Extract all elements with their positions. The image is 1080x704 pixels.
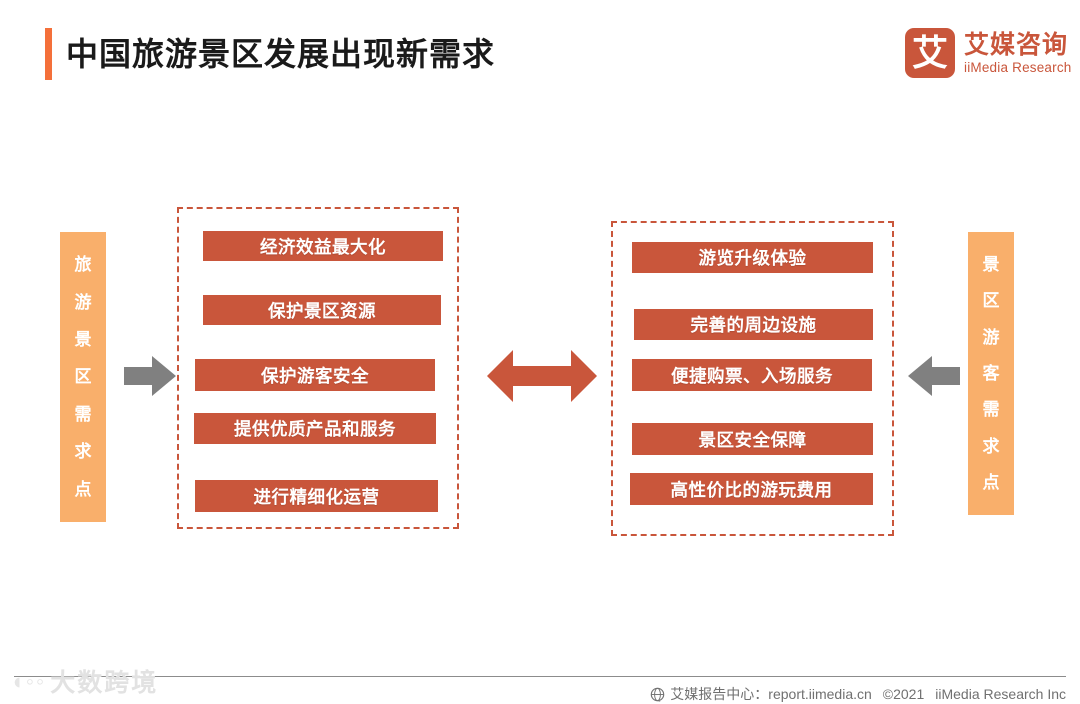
left-item-bar[interactable]: 进行精细化运营 (195, 480, 438, 512)
right-label-char: 客 (982, 363, 1000, 383)
left-label-char: 区 (74, 367, 92, 387)
page-footer: 艾媒报告中心：report.iimedia.cn ©2021 iiMedia R… (0, 660, 1080, 702)
globe-icon (650, 687, 665, 702)
right-label-char: 求 (982, 436, 1000, 456)
right-item-bar[interactable]: 便捷购票、入场服务 (632, 359, 872, 391)
double-arrow-icon (487, 350, 597, 402)
page-header: 中国旅游景区发展出现新需求 艾 艾媒咨询 iiMedia Research (0, 0, 1080, 110)
left-label-char: 求 (74, 442, 92, 462)
footer-attribution: 艾媒报告中心：report.iimedia.cn ©2021 iiMedia R… (650, 684, 1066, 704)
right-item-bar[interactable]: 高性价比的游玩费用 (630, 473, 873, 505)
right-vertical-label: 景 区 游 客 需 求 点 (968, 232, 1014, 515)
right-item-bar[interactable]: 完善的周边设施 (634, 309, 873, 340)
right-item-bar[interactable]: 游览升级体验 (632, 242, 873, 273)
watermark-logo-icon: ◖◦◦ (10, 667, 47, 694)
footer-divider (14, 676, 1066, 677)
right-item-bar[interactable]: 景区安全保障 (632, 423, 873, 455)
logo-name-en: iiMedia Research (964, 59, 1072, 75)
watermark: ◖◦◦ 大数跨境 (10, 660, 185, 702)
right-label-char: 点 (982, 473, 1000, 493)
diagram-canvas: 旅 游 景 区 需 求 点 经济效益最大化 保护景区资源 保护游客安全 提供优质… (60, 207, 1014, 536)
footer-report-center: 艾媒报告中心：report.iimedia.cn (670, 686, 872, 702)
arrow-right-gray-icon (124, 356, 176, 396)
footer-copyright: ©2021 (882, 686, 925, 702)
title-accent-bar (45, 28, 52, 80)
right-label-char: 景 (982, 254, 1000, 274)
logo-text: 艾媒咨询 iiMedia Research (964, 31, 1072, 76)
left-item-bar[interactable]: 保护景区资源 (203, 295, 441, 325)
left-requirement-group (177, 207, 459, 529)
page-title: 中国旅游景区发展出现新需求 (66, 36, 496, 72)
right-label-char: 区 (982, 291, 1000, 311)
left-label-char: 旅 (74, 255, 92, 275)
iimedia-logo: 艾 艾媒咨询 iiMedia Research (905, 24, 1071, 82)
right-requirement-group (611, 221, 894, 536)
left-vertical-label: 旅 游 景 区 需 求 点 (60, 232, 106, 522)
watermark-text: 大数跨境 (50, 669, 159, 697)
left-item-bar[interactable]: 提供优质产品和服务 (194, 413, 436, 444)
footer-company: iiMedia Research Inc (935, 686, 1066, 702)
arrow-left-gray-icon (908, 356, 960, 396)
left-label-char: 点 (74, 479, 92, 499)
right-label-char: 游 (982, 327, 1000, 347)
logo-name-cn: 艾媒咨询 (964, 30, 1069, 59)
left-item-bar[interactable]: 保护游客安全 (195, 359, 435, 391)
left-label-char: 游 (74, 292, 92, 312)
left-label-char: 景 (74, 330, 92, 350)
left-item-bar[interactable]: 经济效益最大化 (203, 231, 443, 261)
logo-mark-icon: 艾 (905, 28, 955, 78)
left-label-char: 需 (74, 404, 92, 424)
right-label-char: 需 (982, 400, 1000, 420)
